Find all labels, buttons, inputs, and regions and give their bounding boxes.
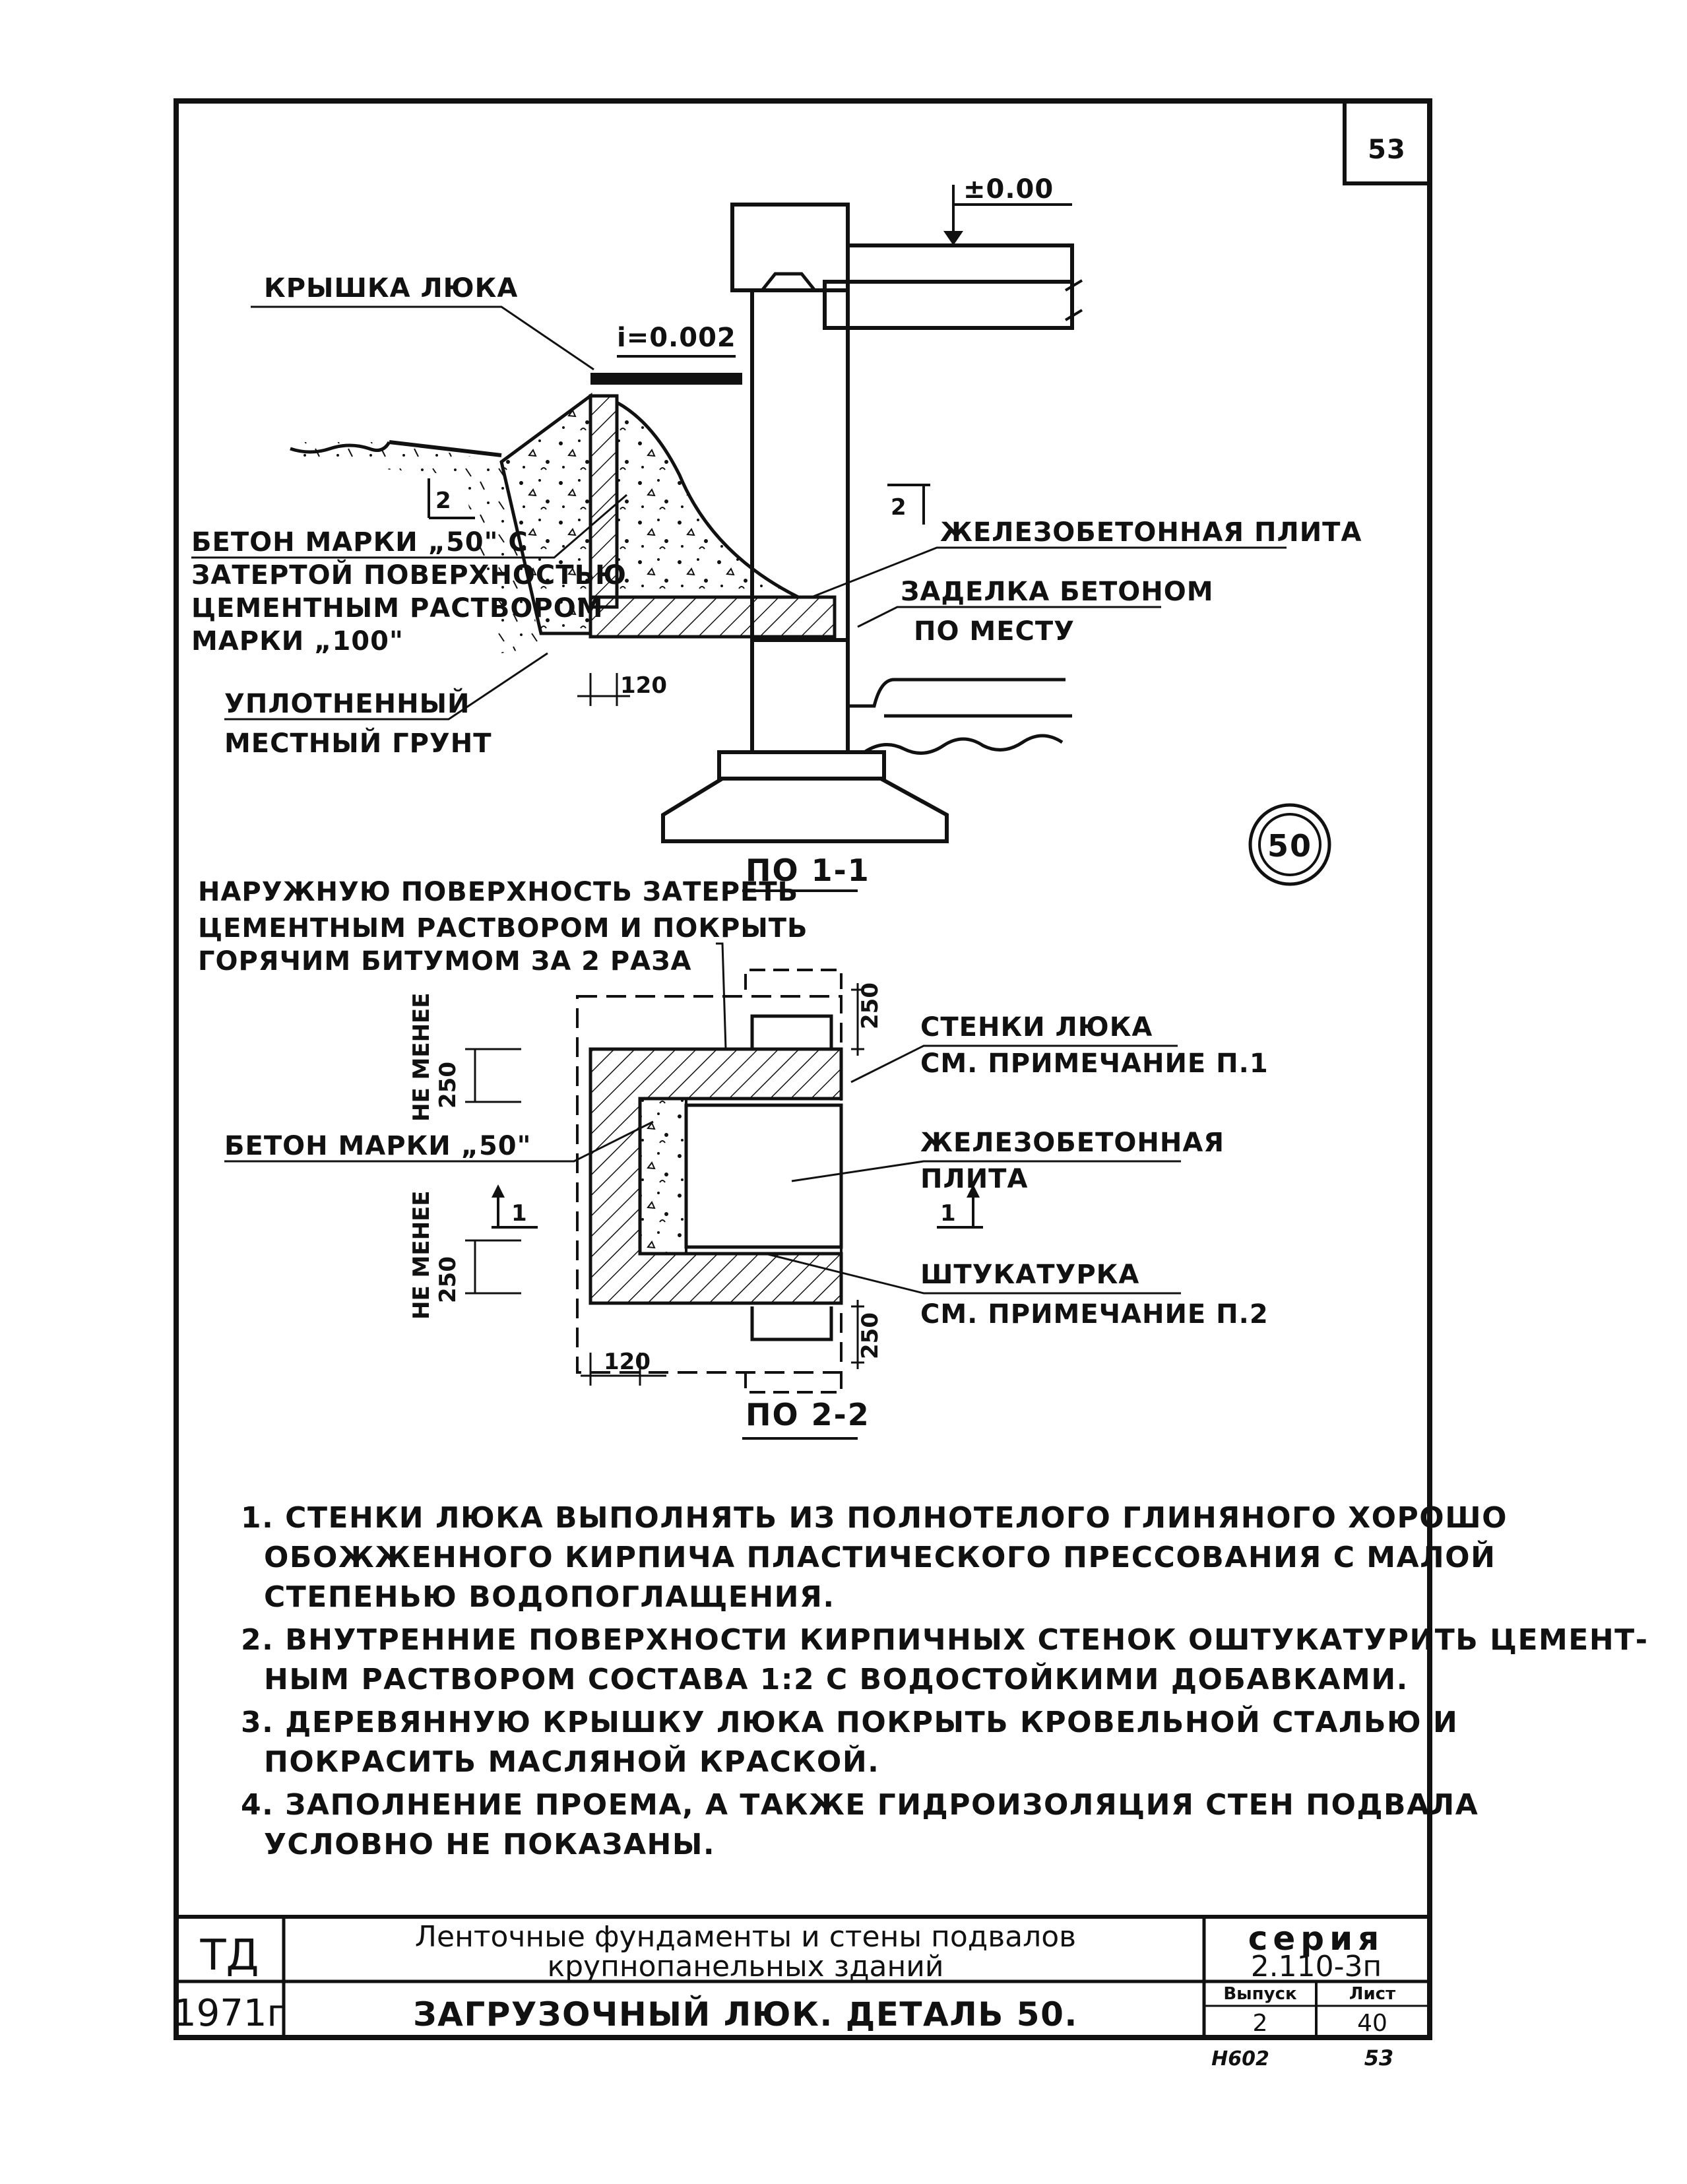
page-number: 53	[1368, 135, 1406, 165]
series-value: 2.110-3п	[1251, 1950, 1382, 1983]
label-slab: ЖЕЛЕЗОБЕТОННАЯ ПЛИТА	[940, 517, 1362, 548]
label-concrete-line-1: БЕТОН МАРКИ „50" С	[191, 527, 528, 558]
label-soil-line-2: МЕСТНЫЙ ГРУНТ	[224, 727, 492, 759]
label-walls-line-2: СМ. ПРИМЕЧАНИЕ П.1	[920, 1048, 1269, 1079]
note-4-line-2: УСЛОВНО НЕ ПОКАЗАНЫ.	[264, 1828, 715, 1861]
sheet-title: ЗАГРУЗОЧНЫЙ ЛЮК. ДЕТАЛЬ 50.	[413, 1995, 1078, 2034]
title-line-2: крупнопанельных зданий	[548, 1950, 944, 1983]
notes-block: 1. СТЕНКИ ЛЮКА ВЫПОЛНЯТЬ ИЗ ПОЛНОТЕЛОГО …	[241, 1501, 1648, 1861]
note-2-line-1: 2. ВНУТРЕННИЕ ПОВЕРХНОСТИ КИРПИЧНЫХ СТЕН…	[241, 1623, 1648, 1657]
cut-mark-left-section-2: 1	[511, 1200, 527, 1227]
cut-mark-right-section-1: 2	[891, 494, 907, 521]
section-1-1-drawing: ±0.00 i=0.002 120	[191, 174, 1287, 843]
note-2-line-2: НЫМ РАСТВОРОМ СОСТАВА 1:2 С ВОДОСТОЙКИМИ…	[264, 1661, 1409, 1696]
label-min-bottom: НЕ МЕНЕЕ	[408, 1191, 435, 1320]
footer-left: Н602	[1211, 2047, 1269, 2071]
label-grout-line-2: ПО МЕСТУ	[914, 616, 1075, 647]
label-walls-line-1: СТЕНКИ ЛЮКА	[920, 1012, 1153, 1043]
dim-250-bottom: 250	[857, 1312, 883, 1359]
detail-circle-inner	[1258, 813, 1321, 876]
level-mark: ±0.00	[963, 174, 1054, 205]
label-slab-line-2: ПЛИТА	[920, 1164, 1028, 1194]
label-outer-line-1: НАРУЖНУЮ ПОВЕРХНОСТЬ ЗАТЕРЕТЬ	[198, 877, 798, 907]
note-4-line-1: 4. ЗАПОЛНЕНИЕ ПРОЕМА, А ТАКЖЕ ГИДРОИЗОЛЯ…	[241, 1788, 1479, 1822]
cut-mark-right-section-2: 1	[940, 1200, 956, 1227]
detail-number: 50	[1267, 828, 1312, 864]
label-slab-line-1: ЖЕЛЕЗОБЕТОННАЯ	[920, 1128, 1225, 1158]
org-code: ТД	[199, 1931, 259, 1980]
note-1-line-2: ОБОЖЖЕННОГО КИРПИЧА ПЛАСТИЧЕСКОГО ПРЕССО…	[264, 1539, 1496, 1574]
dim-min-250-bottom: 250	[435, 1256, 461, 1303]
list-value: 40	[1357, 2010, 1387, 2037]
label-concrete-line-4: МАРКИ „100"	[191, 626, 404, 657]
page-number-box	[1343, 99, 1432, 185]
dim-min-250-top: 250	[435, 1062, 461, 1108]
issue-value: 2	[1253, 2010, 1268, 2037]
note-3-line-2: ПОКРАСИТЬ МАСЛЯНОЙ КРАСКОЙ.	[264, 1744, 879, 1779]
list-label: Лист	[1349, 1984, 1395, 2004]
label-grout-line-1: ЗАДЕЛКА БЕТОНОМ	[901, 577, 1214, 607]
label-plaster-line-2: СМ. ПРИМЕЧАНИЕ П.2	[920, 1299, 1269, 1330]
note-1-line-3: СТЕПЕНЬЮ ВОДОПОГЛАЩЕНИЯ.	[264, 1580, 835, 1614]
label-outer-line-2: ЦЕМЕНТНЫМ РАСТВОРОМ И ПОКРЫТЬ	[198, 913, 808, 944]
label-outer-line-3: ГОРЯЧИМ БИТУМОМ ЗА 2 РАЗА	[198, 946, 691, 977]
label-concrete-section-2: БЕТОН МАРКИ „50"	[224, 1131, 531, 1161]
note-3-line-1: 3. ДЕРЕВЯННУЮ КРЫШКУ ЛЮКА ПОКРЫТЬ КРОВЕЛ…	[241, 1704, 1458, 1739]
note-1-line-1: 1. СТЕНКИ ЛЮКА ВЫПОЛНЯТЬ ИЗ ПОЛНОТЕЛОГО …	[241, 1501, 1508, 1535]
title-block	[176, 1915, 1430, 2038]
section-2-2-title: ПО 2-2	[746, 1397, 870, 1432]
dim-120-section-1: 120	[620, 672, 667, 699]
label-concrete-line-2: ЗАТЕРТОЙ ПОВЕРХНОСТЬЮ	[191, 559, 627, 591]
detail-circle-outer	[1248, 803, 1331, 886]
section-1-1-title: ПО 1-1	[746, 852, 870, 888]
cut-mark-left-section-1: 2	[435, 488, 451, 514]
label-cover: КРЫШКА ЛЮКА	[264, 273, 518, 304]
label-plaster-line-1: ШТУКАТУРКА	[920, 1260, 1139, 1290]
issue-label: Выпуск	[1223, 1984, 1297, 2004]
sheet-frame	[174, 98, 1432, 2040]
title-line-1: Ленточные фундаменты и стены подвалов	[415, 1920, 1076, 1954]
series-label: серия	[1248, 1919, 1384, 1958]
label-soil-line-1: УПЛОТНЕННЫЙ	[224, 688, 470, 719]
slope-label: i=0.002	[617, 323, 736, 353]
section-2-2-drawing: 250 250 120 250 НЕ МЕНЕЕ 250 НЕ МЕНЕЕ 1 …	[224, 942, 1181, 1394]
dim-120-section-2: 120	[604, 1349, 651, 1375]
dim-250-top: 250	[857, 982, 883, 1029]
label-min-top: НЕ МЕНЕЕ	[408, 993, 435, 1122]
footer-right: 53	[1364, 2045, 1394, 2071]
year: 1971г	[173, 1992, 286, 2035]
label-concrete-line-3: ЦЕМЕНТНЫМ РАСТВОРОМ	[191, 593, 604, 624]
